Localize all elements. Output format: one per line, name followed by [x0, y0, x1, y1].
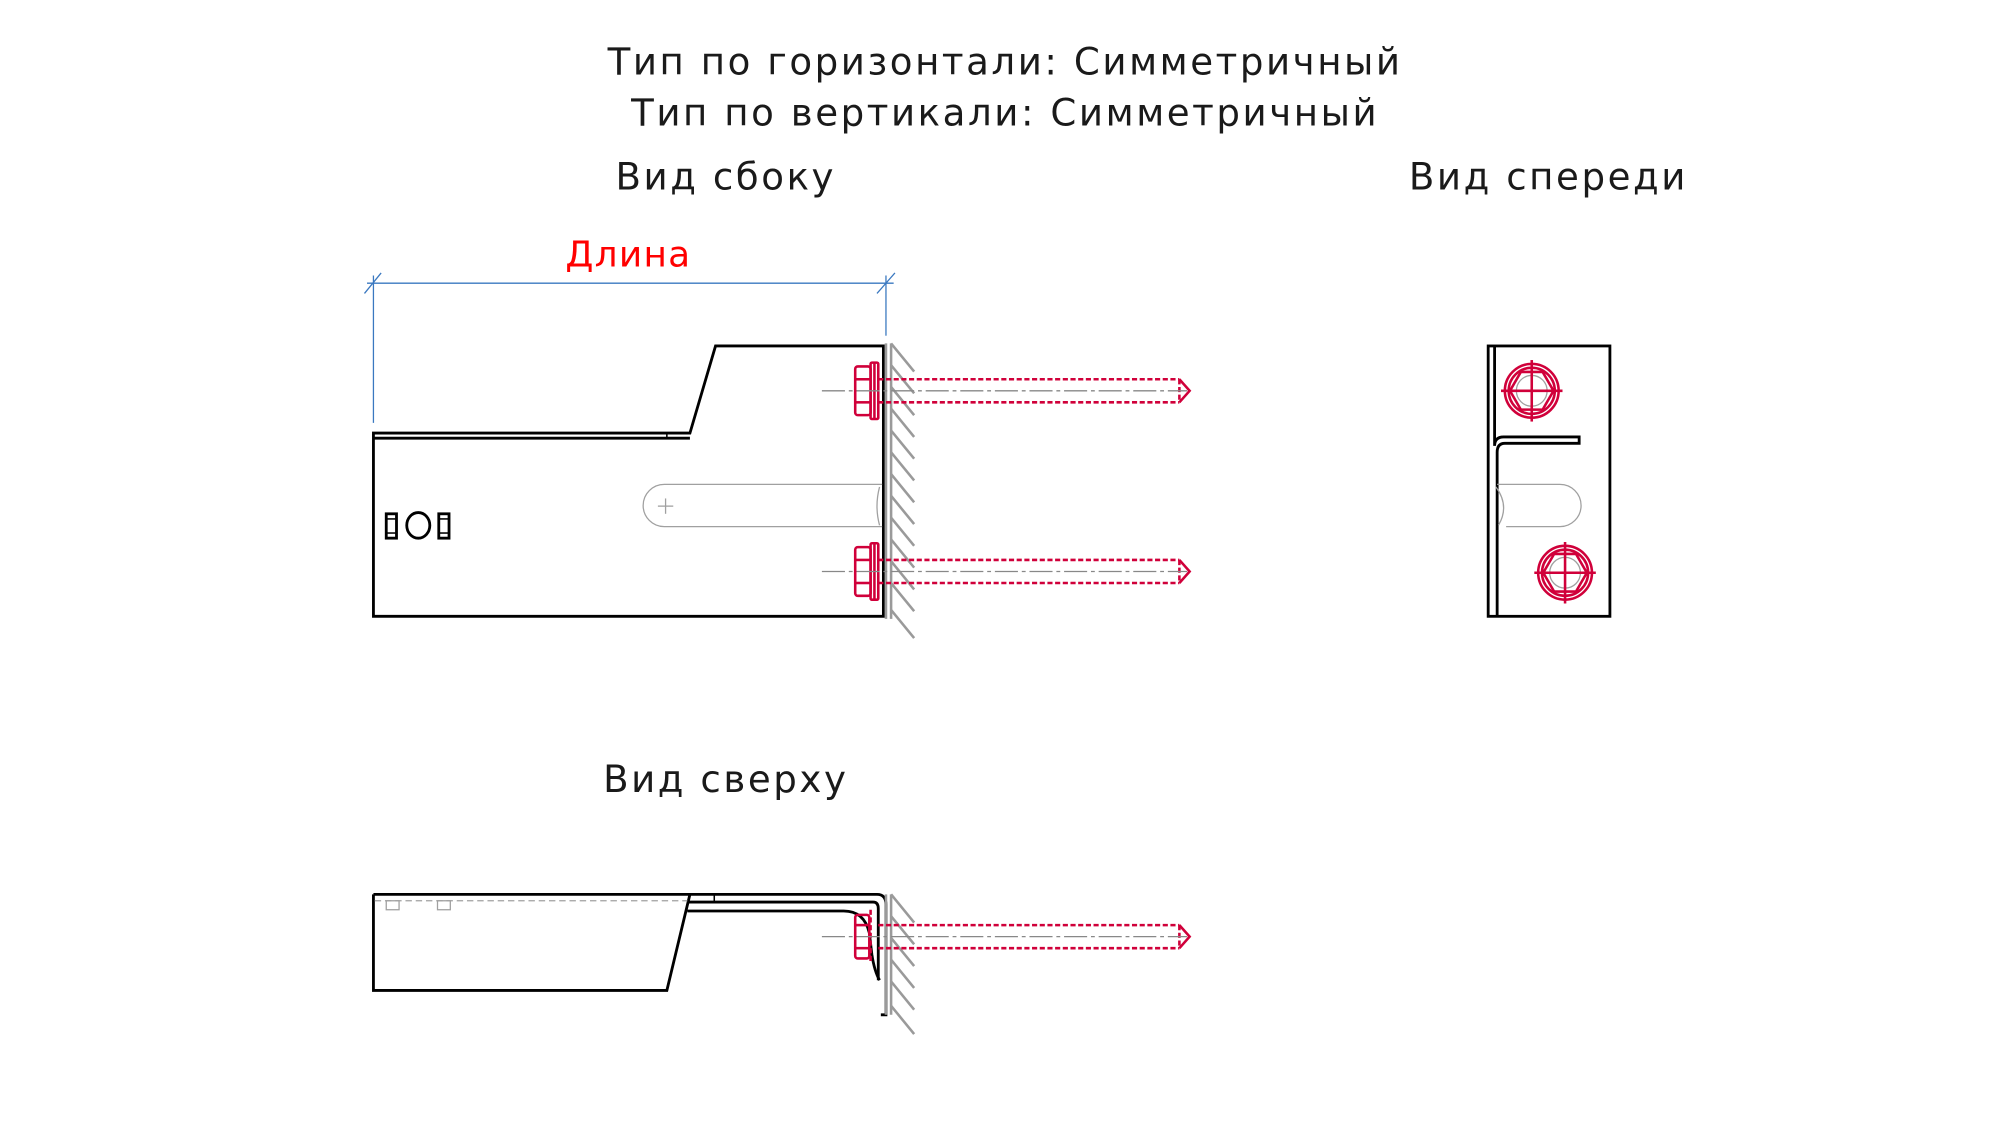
dimension-label[interactable]: Длина	[565, 235, 691, 276]
front-view	[1486, 344, 1612, 618]
bracket-top-outline	[373, 892, 888, 1017]
slot	[642, 483, 883, 528]
front-view-title: Вид спереди	[1409, 156, 1688, 199]
bolt-upper	[820, 361, 1191, 421]
wall-hatch	[884, 893, 916, 1036]
wall-hatch	[884, 342, 916, 640]
side-view: Длина	[363, 235, 1191, 640]
bracket-side-outline	[372, 344, 885, 618]
length-dimension[interactable]: Длина	[363, 235, 896, 423]
bolt-head-lower	[1533, 540, 1598, 605]
mark-icon	[384, 511, 451, 540]
top-view-title: Вид сверху	[603, 758, 848, 801]
horizontal-type-label: Тип по горизонтали: Симметричный	[607, 40, 1403, 83]
vertical-type-label: Тип по вертикали: Симметричный	[630, 92, 1379, 135]
slot	[1497, 483, 1582, 528]
top-view	[372, 892, 1192, 1036]
bolt-lower	[820, 541, 1191, 601]
bolt-top	[821, 909, 1192, 964]
side-view-title: Вид сбоку	[615, 156, 836, 199]
bolt-head-upper	[1499, 358, 1564, 423]
bracket-front-outline	[1486, 344, 1612, 618]
